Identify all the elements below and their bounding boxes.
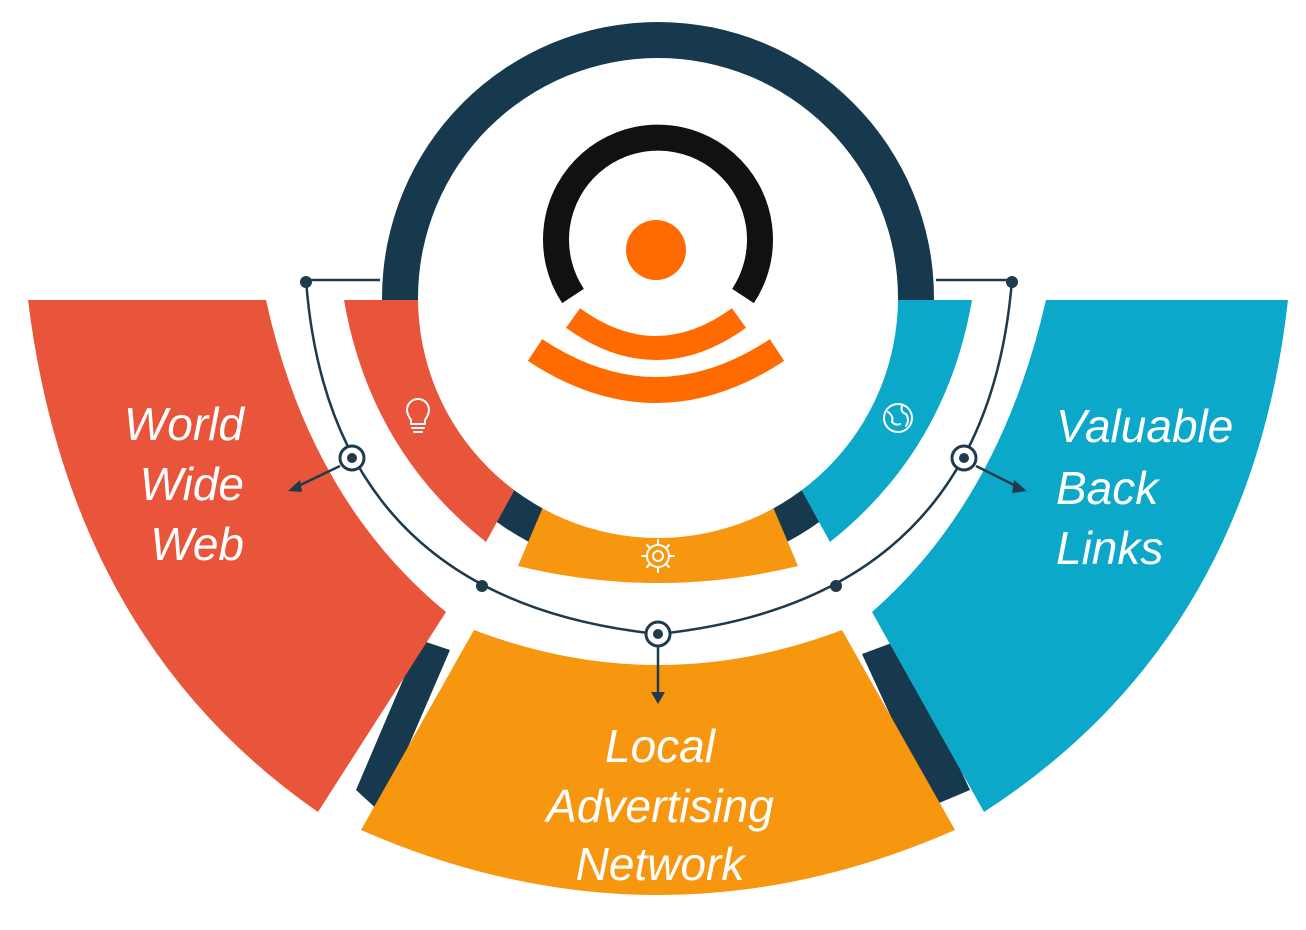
logo-arc-inner (565, 308, 747, 360)
segment-outer-right (872, 300, 1288, 812)
segment-inner-left (344, 300, 520, 542)
logo-arc-outer (527, 339, 785, 403)
label-left-line-3: Web (150, 518, 244, 570)
label-right: Valuable Back Links (1056, 400, 1233, 574)
hub-node-right (950, 444, 1027, 493)
label-left-line-1: World (124, 398, 246, 450)
logo-dot (626, 220, 686, 280)
label-bottom-line-1: Local (605, 720, 717, 772)
segment-outer-bottom (361, 630, 955, 895)
label-left: World Wide Web (124, 398, 246, 570)
arc-dot-mid-left (476, 580, 488, 592)
arc-dot-mid-right (830, 580, 842, 592)
shadow-wedge-right (862, 640, 970, 806)
label-right-line-3: Links (1056, 522, 1163, 574)
label-bottom-line-2: Advertising (543, 780, 774, 832)
label-bottom: Local Advertising Network (543, 720, 774, 890)
label-bottom-line-3: Network (576, 838, 747, 890)
gear-icon (641, 539, 675, 573)
arc-dot-top-left (300, 276, 312, 288)
arc-dot-top-right (1006, 276, 1018, 288)
globe-icon (883, 403, 913, 433)
shadow-wedge-left (356, 640, 450, 812)
label-left-line-2: Wide (140, 458, 244, 510)
arrow-head-left (288, 480, 302, 492)
hub-node-left (288, 444, 366, 492)
label-right-line-2: Back (1056, 462, 1160, 514)
hub-node-bottom (644, 620, 672, 704)
arrow-head-right (1012, 480, 1027, 493)
arrow-head-bottom (651, 692, 665, 704)
logo-ring (543, 124, 773, 304)
signal-broadcast-logo-icon (527, 124, 785, 403)
lightbulb-icon (406, 398, 430, 433)
center-disk (418, 58, 898, 538)
segment-outer-left (28, 300, 446, 812)
label-right-line-1: Valuable (1056, 400, 1233, 452)
